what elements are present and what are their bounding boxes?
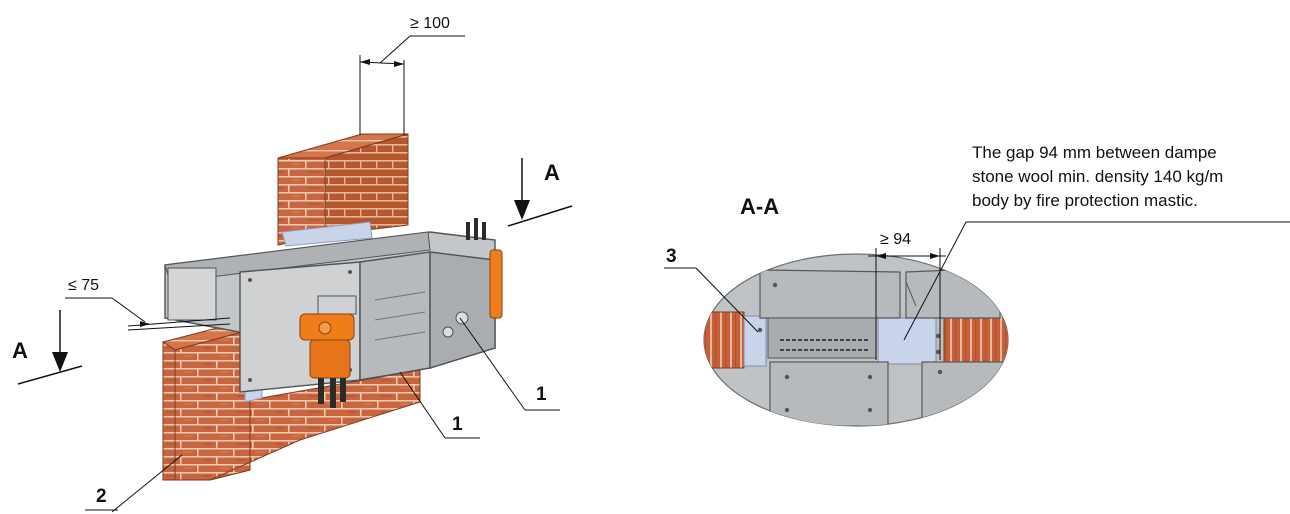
dimension-top: ≥ 100 (359, 15, 465, 135)
section-mark-right-label: A (544, 160, 560, 185)
dimension-side: ≤ 75 (65, 277, 231, 331)
actuator-side (466, 218, 503, 319)
callout-1-bottom: 1 (399, 371, 480, 439)
dimension-top-label: ≥ 100 (410, 15, 450, 32)
callout-1-right: 1 (459, 317, 560, 411)
callout-1-bottom-label: 1 (452, 414, 463, 435)
callout-1-right-label: 1 (536, 384, 547, 405)
callout-3-label: 3 (666, 246, 677, 267)
callout-2-label: 2 (96, 486, 107, 507)
section-mark-left: A (12, 310, 83, 385)
wall-upper-block (277, 133, 409, 246)
section-mark-left-label: A (12, 338, 28, 363)
dimension-gap: ≥ 94 (868, 231, 946, 360)
wall-lower-block (161, 321, 421, 481)
note-line-1: The gap 94 mm between dampe (972, 143, 1217, 162)
note-line-3: body by fire protection mastic. (972, 191, 1198, 210)
dimension-gap-label: ≥ 94 (880, 231, 911, 248)
actuator-front (299, 295, 357, 408)
section-view (703, 253, 1009, 427)
section-mark-right: A (507, 158, 573, 227)
dimension-side-label: ≤ 75 (68, 277, 99, 294)
note-line-2: stone wool min. density 140 kg/m (972, 167, 1223, 186)
section-title: A-A (740, 194, 779, 219)
callout-2: 2 (85, 454, 183, 513)
note-leader (903, 221, 1290, 341)
note-text: The gap 94 mm between dampe stone wool m… (972, 143, 1223, 210)
callout-3: 3 (664, 246, 759, 333)
